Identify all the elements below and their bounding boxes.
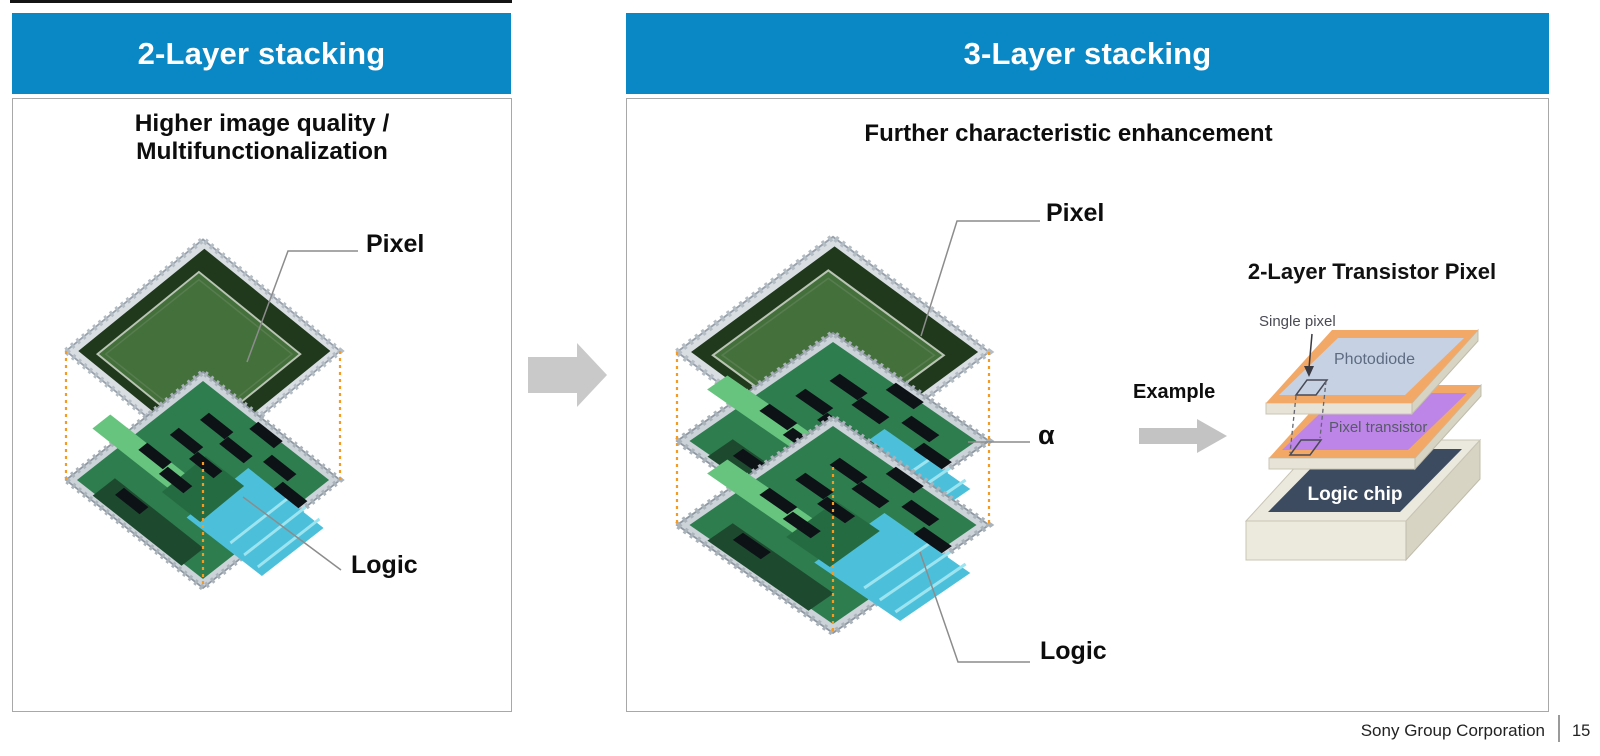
photodiode-label: Photodiode — [1334, 351, 1415, 368]
three-layer-body — [626, 98, 1549, 712]
logic-chip-label: Logic chip — [1307, 484, 1403, 505]
page-number: 15 — [1572, 722, 1591, 740]
example-label: Example — [1133, 381, 1216, 403]
two-layer-header: 2-Layer stacking — [12, 13, 511, 94]
subtitle-line-1: Higher image quality / — [134, 110, 390, 137]
pixel-transistor-label: Pixel transistor — [1329, 419, 1428, 436]
three-layer-pixel-label: Pixel — [1046, 199, 1105, 227]
three-layer-logic-label: Logic — [1040, 637, 1107, 665]
single-pixel-label: Single pixel — [1259, 313, 1336, 330]
footer-company: Sony Group Corporation — [1360, 721, 1545, 740]
three-layer-subtitle: Further characteristic enhancement — [864, 120, 1273, 147]
three-layer-header: 3-Layer stacking — [626, 13, 1549, 94]
three-layer-alpha-label: α — [1038, 420, 1055, 450]
footer-divider — [1558, 715, 1560, 742]
top-crop-line — [10, 0, 512, 3]
right-arrow-icon — [528, 343, 607, 407]
two-layer-subtitle: Higher image quality / Multifunctionaliz… — [12, 110, 512, 166]
two-layer-pixel-label: Pixel — [366, 230, 425, 258]
transistor-pixel-title: 2-Layer Transistor Pixel — [1247, 259, 1497, 284]
two-layer-logic-label: Logic — [351, 551, 418, 579]
subtitle-line-2: Multifunctionalization — [136, 138, 388, 165]
two-layer-body — [12, 98, 512, 712]
